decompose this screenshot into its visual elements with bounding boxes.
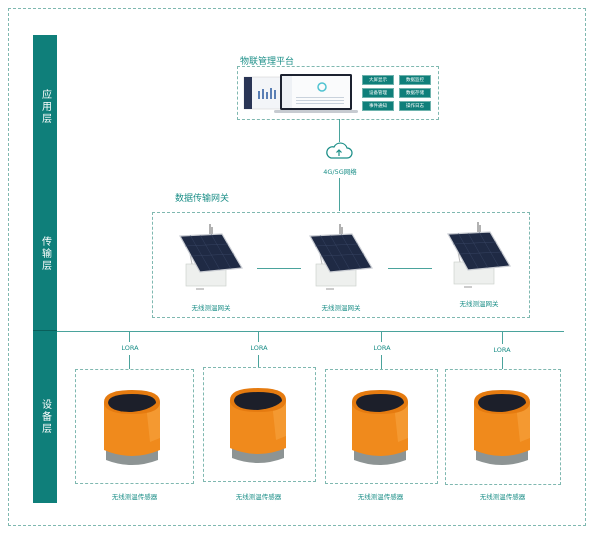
sensor-box	[203, 367, 316, 482]
link-line	[339, 178, 340, 211]
gateway-link-line	[257, 268, 301, 269]
temperature-sensor-icon	[230, 388, 286, 463]
sensor-box	[75, 369, 194, 484]
lora-link-line	[381, 355, 382, 369]
platform-function-grid: 大屏显示 数据监控 设备管理 数据存储 事件通知 操作日志	[362, 75, 431, 111]
function-data-monitor[interactable]: 数据监控	[399, 75, 431, 85]
sensor-label: 无线测温传感器	[357, 493, 404, 501]
layer-label: 设备层	[39, 399, 51, 435]
lora-link-line	[381, 332, 382, 342]
function-big-screen[interactable]: 大屏显示	[362, 75, 394, 85]
network-label: 4G/5G网络	[323, 168, 357, 176]
sensor-label: 无线测温传感器	[111, 493, 158, 501]
sensor-box	[325, 369, 438, 484]
gateway-label: 无线测温网关	[321, 304, 361, 312]
layer-transport: 传输层	[33, 178, 57, 331]
sensor-box	[445, 369, 561, 485]
protocol-label: LORA	[250, 344, 268, 352]
layer-device: 设备层	[33, 331, 57, 503]
gateway-box	[152, 212, 530, 318]
function-event-notify[interactable]: 事件通知	[362, 101, 394, 111]
lora-link-line	[258, 332, 259, 342]
gateway-device-icon	[179, 223, 243, 291]
laptop-dashboard-icon	[243, 74, 358, 113]
gateway-link-line	[388, 268, 432, 269]
protocol-label: LORA	[493, 346, 511, 354]
diagram-frame	[8, 8, 586, 526]
function-operation-log[interactable]: 操作日志	[399, 101, 431, 111]
lora-link-line	[129, 355, 130, 369]
temperature-sensor-icon	[104, 390, 160, 465]
platform-title: 物联管理平台	[240, 57, 295, 67]
function-device-manage[interactable]: 设备管理	[362, 88, 394, 98]
protocol-label: LORA	[373, 344, 391, 352]
lora-link-line	[129, 332, 130, 342]
layer-label: 应用层	[39, 88, 51, 125]
temperature-sensor-icon	[352, 390, 408, 465]
lora-link-line	[502, 357, 503, 369]
sensor-label: 无线测温传感器	[479, 493, 526, 501]
gateway-label: 无线测温网关	[459, 300, 499, 308]
gateway-device-icon	[447, 221, 511, 289]
gateway-label: 无线测温网关	[191, 304, 231, 312]
protocol-label: LORA	[121, 344, 139, 352]
lora-link-line	[502, 332, 503, 344]
cloud-upload-icon	[326, 142, 353, 159]
layer-label: 传输层	[39, 236, 51, 272]
function-data-storage[interactable]: 数据存储	[399, 88, 431, 98]
link-line	[339, 119, 340, 142]
gateway-group-title: 数据传输网关	[175, 194, 230, 204]
platform-box: 大屏显示 数据监控 设备管理 数据存储 事件通知 操作日志	[237, 66, 439, 120]
temperature-sensor-icon	[474, 390, 530, 465]
layer-application: 应用层	[33, 35, 57, 179]
sensor-label: 无线测温传感器	[235, 493, 282, 501]
lora-bus-line	[57, 331, 564, 332]
gateway-device-icon	[309, 223, 373, 291]
lora-link-line	[258, 355, 259, 367]
